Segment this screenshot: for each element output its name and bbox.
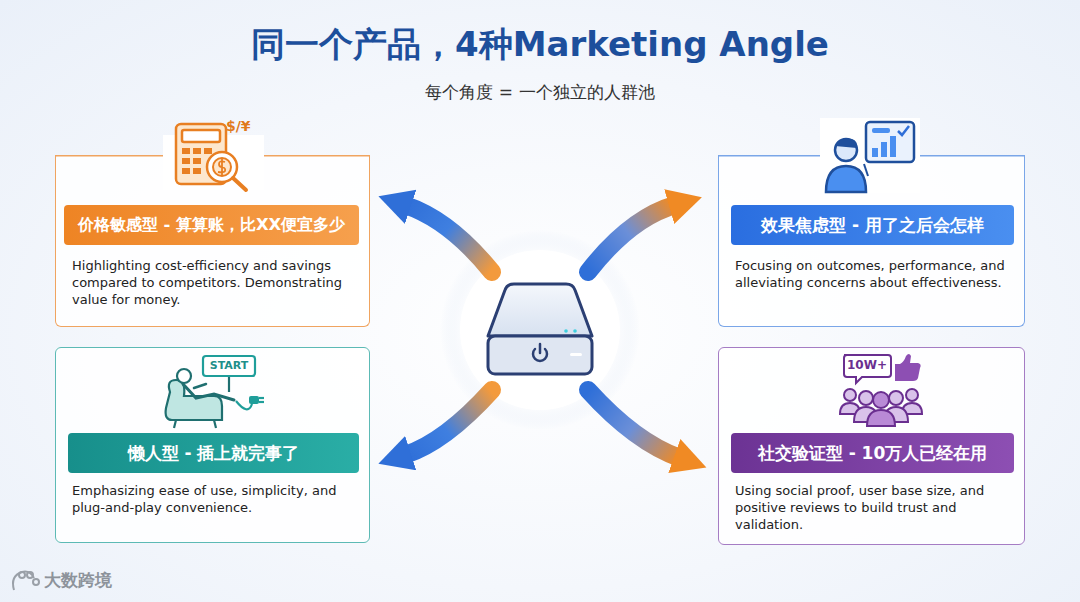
card-fills (55, 155, 1025, 545)
crowd-icon-part (844, 389, 856, 401)
crowd-icon-part (873, 392, 889, 408)
angle-arrows (405, 205, 680, 458)
calculator-icon-part (213, 158, 231, 176)
calculator-icon-part-part (193, 148, 201, 154)
watermark-logo-part (19, 572, 25, 578)
lazy-icon-part (214, 420, 216, 428)
angle-card: Using social proof, user base size, and … (718, 347, 1025, 545)
watermark-logo-part (27, 572, 33, 578)
watermark: 大数跨境 (44, 570, 112, 590)
outcome-icon-part (826, 166, 866, 192)
lazy-icon-part (203, 356, 255, 376)
outcome-icon-part (820, 118, 920, 193)
heading-text: 懒人型 - 插上就完事了 (128, 442, 300, 465)
product-drive-part (539, 344, 542, 353)
product-drive-part (573, 329, 577, 333)
card-body-text: Highlighting cost-efficiency and savings… (72, 257, 355, 308)
product-drive-part (488, 284, 592, 336)
lazy-icon-part (259, 397, 264, 399)
card-body-text: Emphasizing ease of use, simplicity, and… (72, 482, 355, 516)
crowd-icon-part (859, 391, 873, 405)
watermark-logo (13, 572, 39, 590)
heading-text: 效果焦虑型 - 用了之后会怎样 (761, 214, 984, 237)
lazy-icon-part (194, 384, 206, 388)
outcome-icon-part (866, 122, 914, 162)
calculator-icon-part-part (193, 168, 201, 174)
crowd-icon-part (906, 389, 918, 401)
angle-arrows-part (405, 205, 492, 272)
heading-text: 价格敏感型 - 算算账，比XX便宜多少 (78, 214, 346, 236)
product-drive-part (488, 336, 592, 374)
watermark-logo-part (33, 579, 39, 585)
lazy-icon-part (228, 375, 230, 392)
crowd-icon-part (895, 364, 900, 381)
angle-arrows-part (588, 205, 675, 272)
product-drive-part (564, 329, 568, 333)
card-fills-part (55, 347, 370, 543)
heading-bar: 效果焦虑型 - 用了之后会怎样 (731, 205, 1014, 245)
icon-label: 10W+ (847, 358, 887, 372)
outcome-icon-part (872, 148, 878, 157)
product-drive (488, 284, 592, 374)
heading-bar: 懒人型 - 插上就完事了 (68, 433, 359, 473)
lazy-icon-part (249, 396, 259, 404)
card-body-text: Using social proof, user base size, and … (735, 482, 1010, 533)
angle-arrows-part (405, 390, 492, 455)
angle-arrows-part (588, 390, 680, 458)
lazy-icon-part (259, 401, 264, 403)
watermark-logo-part (13, 572, 34, 590)
lazy-icon-part (174, 420, 176, 428)
crowd-icon-part (844, 355, 891, 383)
card-top-borders-part (718, 155, 820, 157)
lazy-icon-part (183, 384, 234, 400)
outcome-icon-part (864, 164, 868, 176)
crowd-icon-part (867, 410, 895, 426)
calculator-icon-part-part (182, 158, 190, 164)
card-top-borders-part (920, 155, 1025, 157)
card-top-borders-part (55, 155, 163, 157)
calculator-icon-part-part (204, 148, 212, 154)
calculator-icon-part-part (193, 158, 201, 164)
diagram-title: 同一个产品，4种Marketing Angle (0, 22, 1080, 68)
calculator-icon-part-part (182, 168, 190, 174)
angle-card: Emphasizing ease of use, simplicity, and… (55, 347, 370, 543)
calculator-icon-part (182, 130, 220, 142)
calculator-icon-part-part (182, 148, 190, 154)
outcome-icon-part (890, 136, 896, 157)
outcome-icon-part (835, 139, 857, 161)
heading-text: 社交验证型 - 10万人已经在用 (758, 442, 988, 465)
crowd-icon-part (900, 354, 921, 381)
product-drive-part (570, 353, 582, 356)
lazy-icon-part (166, 380, 222, 420)
outcome-icon-part (898, 126, 909, 135)
crowd-icon-part (889, 391, 903, 405)
lazy-icon-part (177, 369, 191, 383)
subtitle: 每个角度 = 一个独立的人群池 (425, 82, 654, 102)
heading-bar: 价格敏感型 - 算算账，比XX便宜多少 (64, 205, 359, 245)
heading-bar: 社交验证型 - 10万人已经在用 (731, 433, 1014, 473)
icon-label: START (210, 359, 249, 372)
angle-card: Focusing on outcomes, performance, and a… (718, 155, 1025, 327)
crowd-icon (840, 354, 922, 426)
calculator-icon-part (218, 159, 225, 175)
outcome-icon-part (872, 128, 890, 133)
outcome-icon-part (835, 138, 857, 148)
card-fills-part (718, 347, 1025, 545)
lazy-icon (166, 356, 264, 428)
angle-card: Highlighting cost-efficiency and savings… (55, 155, 370, 327)
calculator-icon-part (233, 178, 246, 190)
card-top-borders-part (264, 155, 370, 157)
icon-label: $/¥ (226, 118, 251, 135)
outcome-icon (820, 118, 920, 193)
card-body-text: Focusing on outcomes, performance, and a… (735, 257, 1010, 291)
